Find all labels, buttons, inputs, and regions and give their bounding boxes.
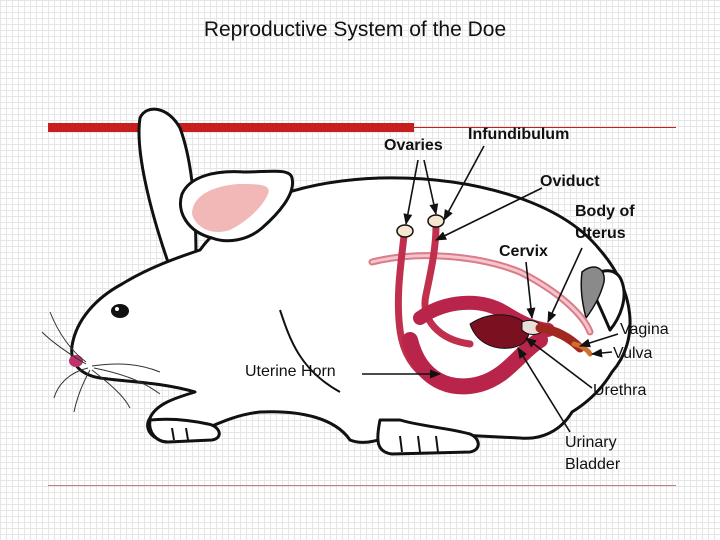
label-pointers [362,145,619,433]
pointer-urethra [525,337,593,389]
title-accent-bar [48,123,414,132]
rabbit-eye [111,304,129,318]
title-accent-line [414,127,676,128]
pointer-vagina [578,333,619,348]
rabbit-whiskers [41,311,161,413]
label-urethra: Urethra [593,382,647,399]
pointer-vulva [590,348,613,358]
rabbit-front-paw [148,417,221,444]
pointer-cervix [525,261,536,320]
vulva [571,341,593,357]
label-vulva: Vulva [613,345,653,362]
pointer-oviduct [434,187,543,241]
pointer-body-of-uterus [547,247,583,324]
bottom-divider [48,485,676,486]
label-cervix: Cervix [499,243,548,260]
oviduct-right [421,222,474,348]
label-vagina: Vagina [620,321,669,338]
label-body-of-uterus-line2: Uterus [575,225,626,242]
pointer-ovaries-left [403,159,419,226]
label-uterine-horn: Uterine Horn [245,363,336,380]
rabbit-outline [70,107,632,456]
rabbit-hind-paw [376,418,480,456]
pointer-infundibulum [443,145,485,221]
label-oviduct: Oviduct [540,173,600,190]
ovary-right [427,214,445,228]
pointer-urinary-bladder [517,347,571,433]
rabbit-eye-highlight [115,307,119,311]
pointer-ovaries-right [423,159,439,216]
rabbit-mouth [77,366,101,379]
ear-inner [192,184,269,233]
label-infundibulum: Infundibulum [468,126,570,143]
slide-title: Reproductive System of the Doe [203,18,507,41]
rabbit-flank-line [279,309,341,393]
ovary-left [396,224,414,238]
label-ovaries: Ovaries [384,137,443,154]
paw-toes [171,427,439,453]
tail-shadow [580,266,605,320]
label-body-of-uterus-line1: Body of [575,203,635,220]
label-urinary-bladder-line2: Bladder [565,456,621,473]
label-urinary-bladder-line1: Urinary [565,434,617,451]
rabbit-nose [69,355,83,367]
oviduct-tube-inner [370,254,592,334]
